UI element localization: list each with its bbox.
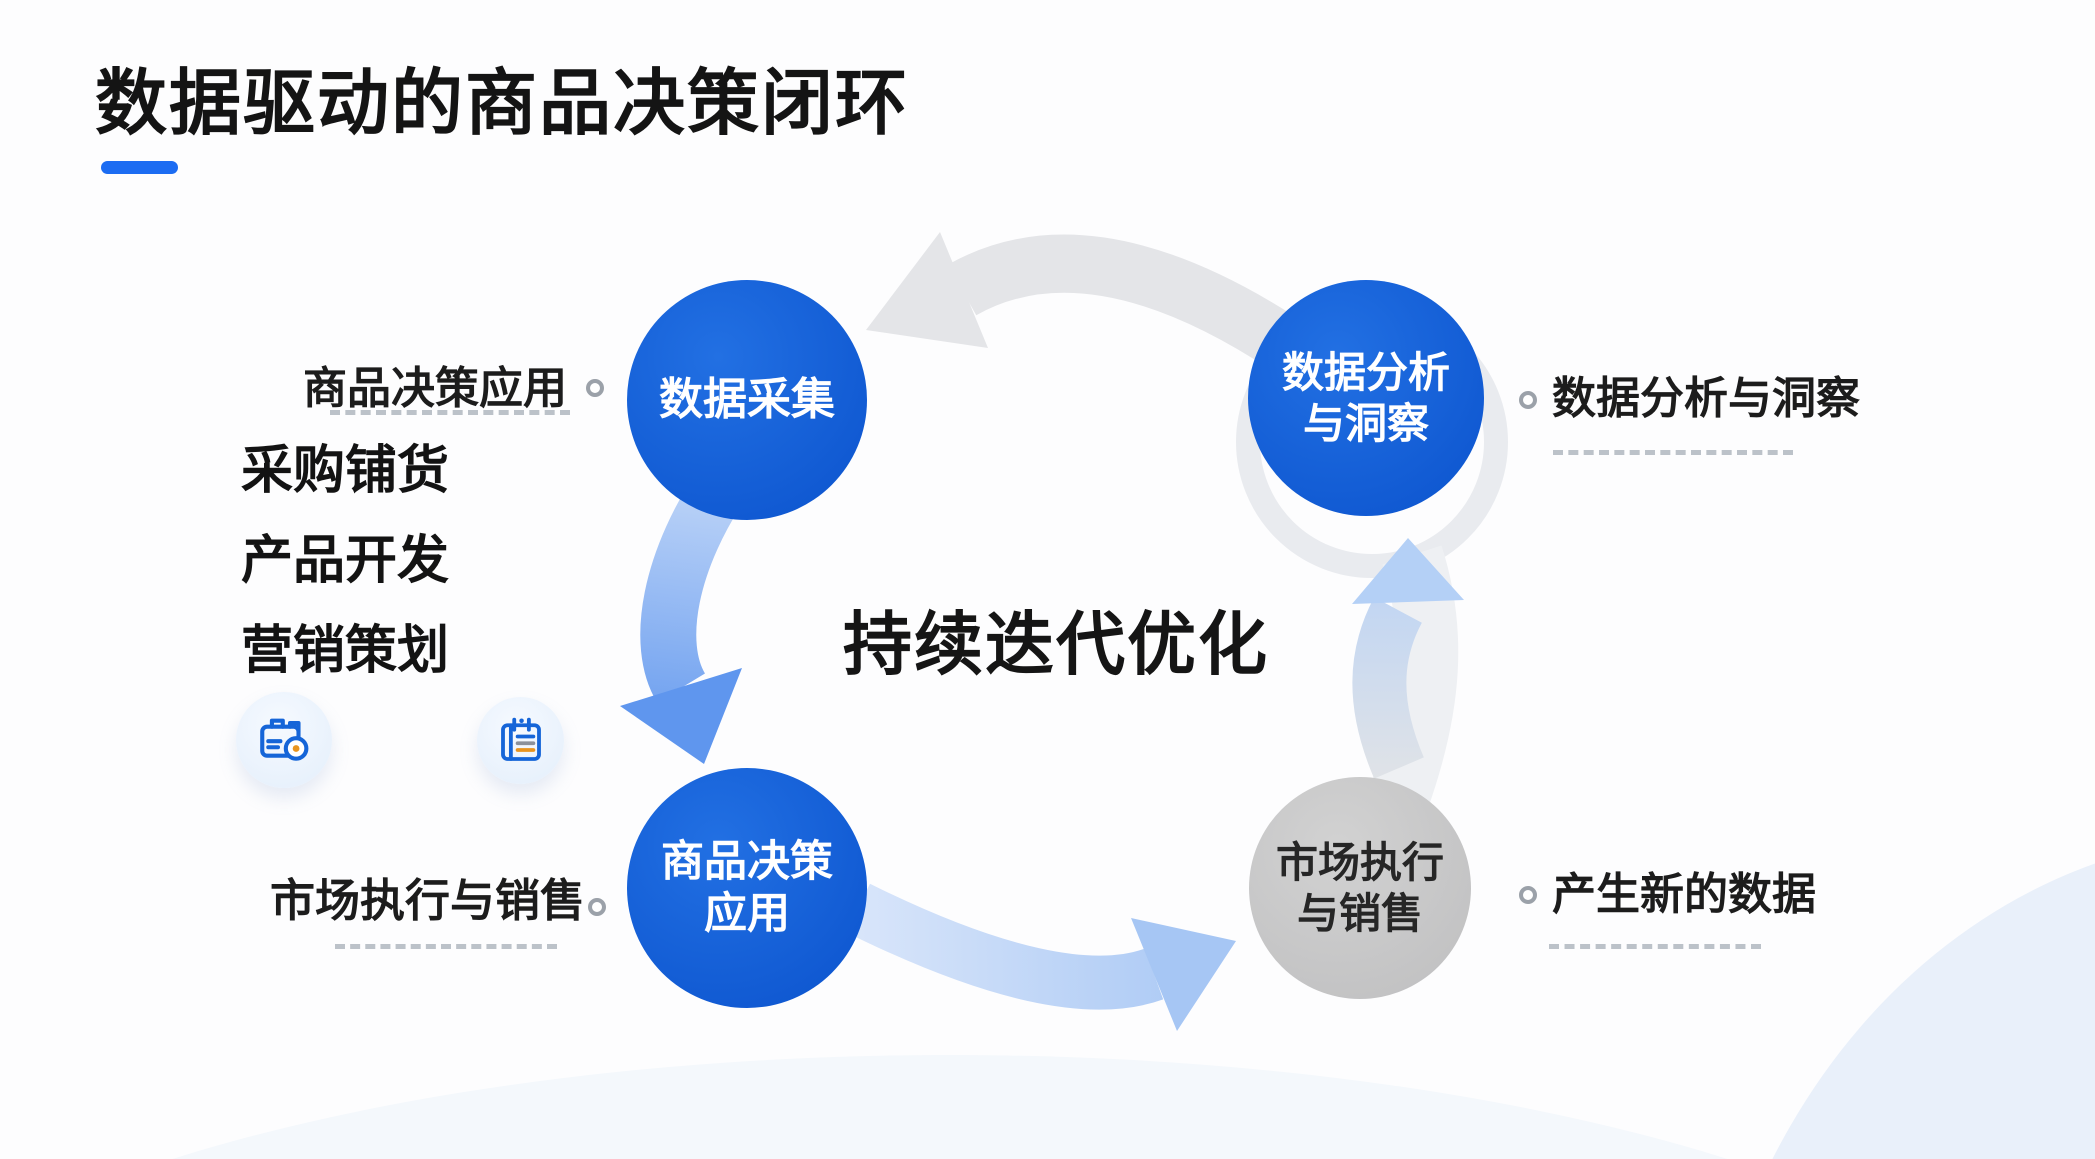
left-heading-dashed-line [330,410,570,415]
left-footer: 市场执行与销售 [270,875,586,926]
node-label: 数据分析 与洞察 [1281,348,1450,447]
right-top-label: 数据分析与洞察 [1552,374,1860,423]
arrow-bottom-head [1131,918,1236,1031]
left-item-3: 营销策划 [241,622,450,680]
clipboard-list-icon [500,717,541,761]
node-data-analysis: 数据分析 与洞察 [1248,280,1484,516]
node-label: 数据采集 [659,375,835,425]
arrow-top-head [866,232,988,348]
right-top-bullet [1519,391,1537,409]
node-data-collection: 数据采集 [627,280,867,520]
node-decision-application: 商品决策 应用 [627,768,867,1008]
left-item-2: 产品开发 [241,532,450,590]
bg-blob-bottom-left [172,1055,1728,1159]
right-bottom-dashed-line [1549,944,1761,949]
node-label: 市场执行 与销售 [1275,838,1444,937]
left-item-1: 采购铺货 [241,442,450,500]
document-stamp-search-icon [260,718,309,761]
left-footer-dashed-line [335,944,557,949]
bg-blob-bottom-right [1772,863,2095,1159]
left-heading: 商品决策应用 [303,364,567,413]
badge-clipboard [477,697,564,784]
arrow-left-head [620,668,742,764]
badge-document [236,692,332,788]
arrow-right-head [1352,538,1464,604]
center-cycle-label: 持续迭代优化 [843,606,1269,683]
left-heading-bullet [586,379,604,397]
arrow-right-body [1352,597,1424,779]
page-title: 数据驱动的商品决策闭环 [95,64,910,144]
node-label: 商品决策 应用 [661,837,833,938]
arrow-bottom-body [846,883,1164,1010]
node-market-execution: 市场执行 与销售 [1249,777,1471,999]
arrow-top-body [947,234,1332,389]
right-bottom-label: 产生新的数据 [1552,870,1816,919]
right-top-dashed-line [1553,450,1793,455]
left-footer-bullet [588,898,606,916]
title-underline [101,161,178,174]
right-bottom-bullet [1519,886,1537,904]
